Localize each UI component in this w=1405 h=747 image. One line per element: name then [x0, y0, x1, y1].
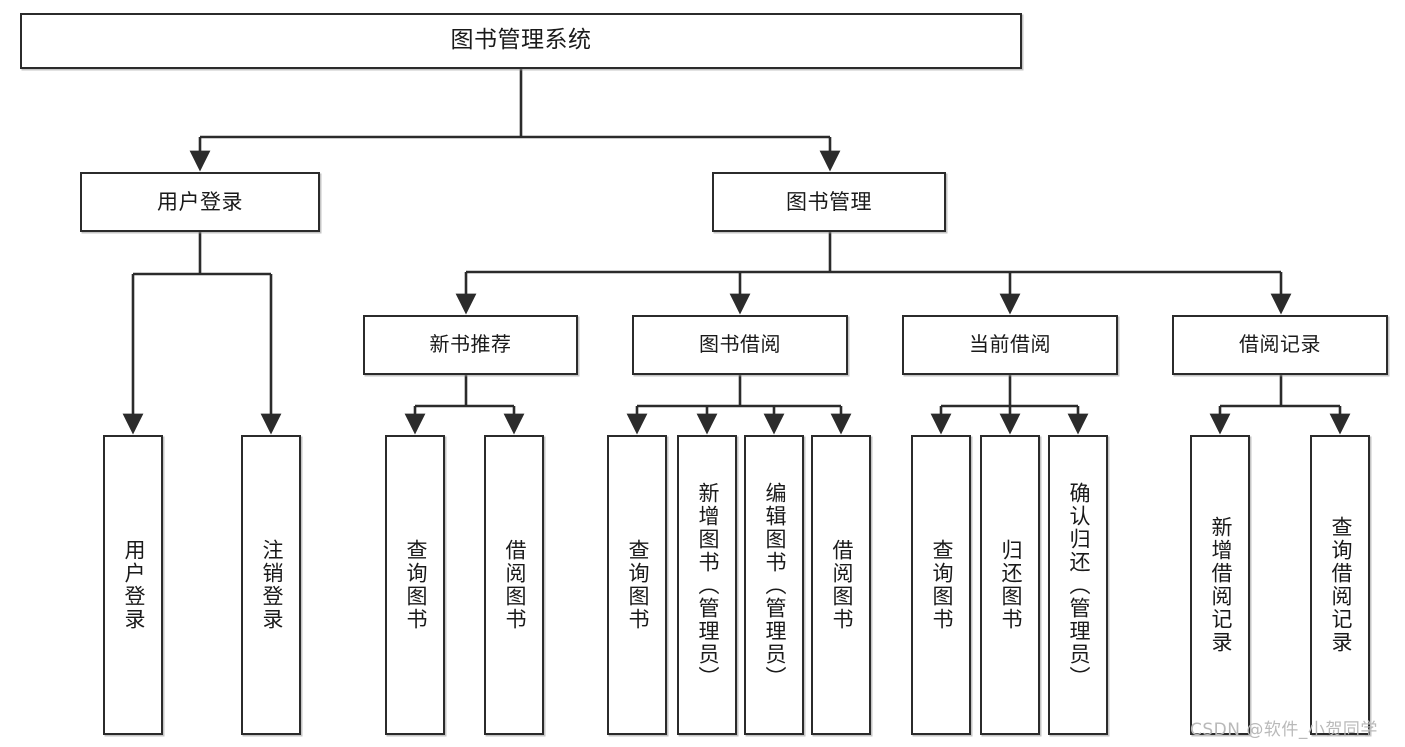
node-leaf-query-book-1-label: 查询图书	[403, 539, 428, 631]
node-leaf-query-record-label: 查询借阅记录	[1328, 516, 1353, 654]
node-book-borrow-label: 图书借阅	[699, 332, 781, 357]
node-leaf-borrow-book-1[interactable]: 借阅图书	[484, 435, 544, 735]
node-leaf-borrow-book-2[interactable]: 借阅图书	[811, 435, 871, 735]
node-user-login[interactable]: 用户登录	[80, 172, 320, 232]
node-new-book-recommend[interactable]: 新书推荐	[363, 315, 578, 375]
node-leaf-confirm-return[interactable]: 确认归还（管理员）	[1048, 435, 1108, 735]
node-leaf-user-login[interactable]: 用户登录	[103, 435, 163, 735]
node-leaf-user-logout[interactable]: 注销登录	[241, 435, 301, 735]
node-leaf-user-login-label: 用户登录	[121, 539, 146, 631]
node-leaf-add-book-label: 新增图书（管理员）	[695, 481, 720, 689]
node-leaf-borrow-book-2-label: 借阅图书	[829, 539, 854, 631]
node-leaf-return-book-label: 归还图书	[998, 539, 1023, 631]
node-leaf-edit-book[interactable]: 编辑图书（管理员）	[744, 435, 804, 735]
node-leaf-query-book-1[interactable]: 查询图书	[385, 435, 445, 735]
node-leaf-query-book-2[interactable]: 查询图书	[607, 435, 667, 735]
node-leaf-query-book-3-label: 查询图书	[929, 539, 954, 631]
csdn-watermark: CSDN @软件_小贺同学	[1190, 720, 1378, 740]
node-leaf-add-book[interactable]: 新增图书（管理员）	[677, 435, 737, 735]
node-leaf-query-record[interactable]: 查询借阅记录	[1310, 435, 1370, 735]
node-new-book-recommend-label: 新书推荐	[429, 332, 512, 357]
node-leaf-borrow-book-1-label: 借阅图书	[502, 539, 527, 631]
node-root-label: 图书管理系统	[450, 27, 592, 54]
node-user-login-label: 用户登录	[157, 189, 243, 214]
node-leaf-query-book-2-label: 查询图书	[625, 539, 650, 631]
node-book-manage-label: 图书管理	[786, 189, 872, 214]
node-book-manage[interactable]: 图书管理	[712, 172, 946, 232]
node-borrow-record[interactable]: 借阅记录	[1172, 315, 1388, 375]
node-current-borrow-label: 当前借阅	[969, 332, 1051, 357]
node-borrow-record-label: 借阅记录	[1239, 332, 1321, 357]
node-current-borrow[interactable]: 当前借阅	[902, 315, 1118, 375]
node-book-borrow[interactable]: 图书借阅	[632, 315, 848, 375]
node-leaf-add-record-label: 新增借阅记录	[1208, 516, 1233, 654]
node-leaf-add-record[interactable]: 新增借阅记录	[1190, 435, 1250, 735]
node-leaf-return-book[interactable]: 归还图书	[980, 435, 1040, 735]
node-leaf-confirm-return-label: 确认归还（管理员）	[1066, 481, 1091, 689]
node-leaf-user-logout-label: 注销登录	[259, 539, 284, 631]
node-root-book-management-system[interactable]: 图书管理系统	[20, 13, 1022, 69]
node-leaf-edit-book-label: 编辑图书（管理员）	[762, 481, 787, 689]
node-leaf-query-book-3[interactable]: 查询图书	[911, 435, 971, 735]
